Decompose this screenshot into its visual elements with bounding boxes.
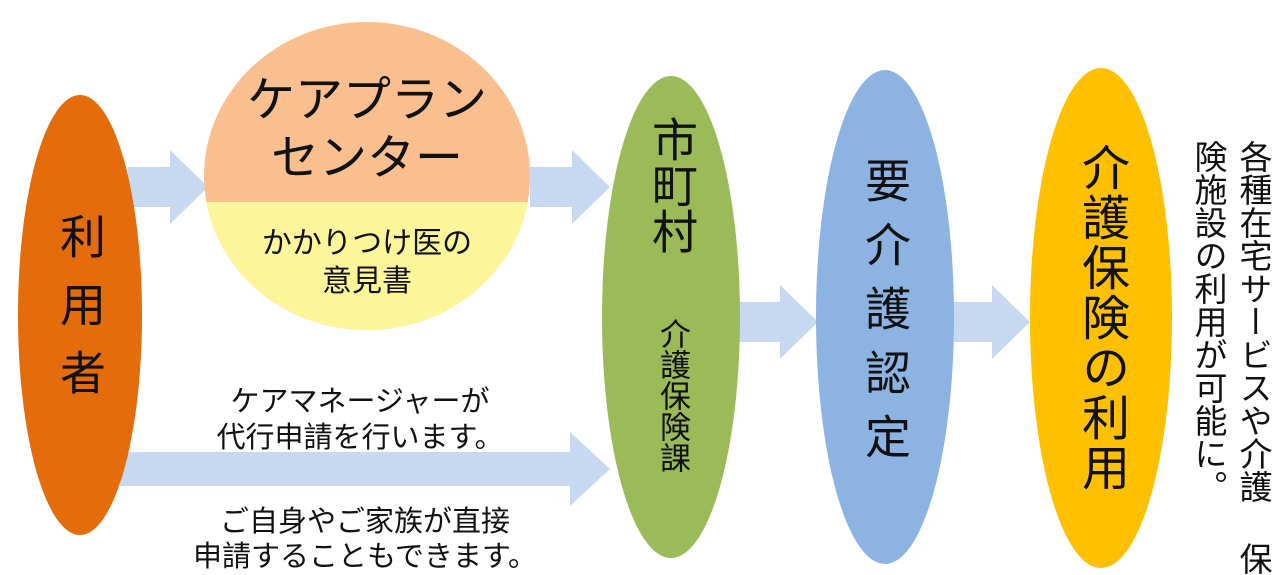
self-note-line1: ご自身やご家族が直接 bbox=[219, 504, 510, 538]
arrow-user-to-city-direct bbox=[120, 432, 610, 506]
careplan-title-line1: ケアプラン bbox=[246, 72, 487, 128]
riyou-node bbox=[1030, 68, 1172, 568]
arrow-user-to-careplan bbox=[128, 150, 208, 224]
doctor-opinion-line2: 意見書 bbox=[322, 264, 412, 299]
riyou-label: 介護保険の利用 bbox=[1073, 143, 1129, 493]
result-note-line2: 保険施設の利用が可能に。 bbox=[1189, 140, 1273, 575]
doctor-opinion-panel bbox=[204, 202, 530, 330]
careplan-title-line2: センター bbox=[270, 130, 463, 186]
arrow-careplan-to-city bbox=[530, 150, 610, 224]
result-note: 各種在宅サービスや介護 保険施設の利用が可能に。 bbox=[1186, 140, 1276, 575]
user-node bbox=[18, 95, 142, 535]
self-note-line2: 申請することもできます。 bbox=[193, 539, 537, 573]
nintei-node bbox=[816, 70, 954, 564]
caremanager-note-line1: ケアマネージャーが bbox=[230, 384, 490, 418]
city-title: 市町村 bbox=[645, 116, 699, 254]
doctor-opinion-line1: かかりつけ医の bbox=[261, 226, 473, 261]
city-node bbox=[602, 76, 740, 558]
user-label: 利用者 bbox=[53, 213, 107, 417]
caremanager-note-line2: 代行申請を行います。 bbox=[216, 420, 504, 454]
careplan-node bbox=[204, 22, 530, 330]
city-dept: 介護保険課 bbox=[654, 318, 690, 473]
result-note-line1: 各種在宅サービスや介護 bbox=[1234, 140, 1273, 503]
nintei-label: 要介護認定 bbox=[858, 157, 912, 477]
arrow-city-to-nintei bbox=[738, 285, 818, 359]
arrow-nintei-to-riyou bbox=[950, 285, 1030, 359]
